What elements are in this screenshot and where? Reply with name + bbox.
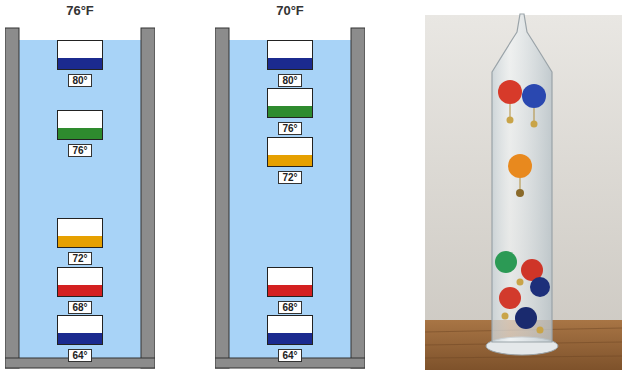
float-bulb: 76° — [57, 110, 103, 158]
bulb-liquid — [58, 58, 102, 69]
bulb-body — [267, 88, 313, 118]
liquid — [229, 40, 351, 358]
float-bulb: 72° — [57, 218, 103, 266]
bulb-body — [57, 218, 103, 248]
bulb-body — [57, 40, 103, 70]
float-bulb: 80° — [267, 40, 313, 88]
temperature-tag: 76° — [278, 122, 301, 135]
bulb-liquid — [58, 285, 102, 296]
photo-background — [425, 15, 622, 370]
temperature-title: 76°F — [5, 3, 155, 18]
temperature-tag: 80° — [278, 74, 301, 87]
floating-bulbs — [495, 80, 550, 334]
bulb-liquid — [268, 333, 312, 344]
bulb-body — [267, 40, 313, 70]
glass-wall — [141, 28, 155, 368]
liquid — [19, 40, 141, 358]
temperature-tag: 68° — [68, 301, 91, 314]
float-bulb: 68° — [267, 267, 313, 315]
float-bulb: 68° — [57, 267, 103, 315]
float-bulb: 80° — [57, 40, 103, 88]
bulb-liquid — [58, 236, 102, 247]
temperature-tag: 72° — [68, 252, 91, 265]
float-bulb: 72° — [267, 137, 313, 185]
bulb-liquid — [268, 155, 312, 166]
glass-wall — [5, 28, 19, 368]
temperature-tag: 68° — [278, 301, 301, 314]
glass-wall — [351, 28, 365, 368]
temperature-title: 70°F — [215, 3, 365, 18]
bulb-body — [267, 137, 313, 167]
bulb-liquid — [268, 285, 312, 296]
temperature-tag: 64° — [68, 349, 91, 362]
bulb-body — [267, 315, 313, 345]
bulb-liquid — [268, 58, 312, 69]
float-bulb: 64° — [57, 315, 103, 363]
temperature-tag: 72° — [278, 171, 301, 184]
bulb-body — [57, 110, 103, 140]
bulb-body — [57, 315, 103, 345]
glass-wall — [215, 28, 229, 368]
float-bulb: 76° — [267, 88, 313, 136]
glass-tube — [492, 14, 552, 342]
temperature-tag: 80° — [68, 74, 91, 87]
float-bulb: 64° — [267, 315, 313, 363]
bulb-body — [57, 267, 103, 297]
bulb-liquid — [268, 106, 312, 117]
bulb-liquid — [58, 333, 102, 344]
thermometer-cylinder: 70°F 80° 76° 72° 68° 64° — [215, 0, 365, 370]
temperature-tag: 76° — [68, 144, 91, 157]
temperature-tag: 64° — [278, 349, 301, 362]
bulb-liquid — [58, 128, 102, 139]
thermometer-cylinder: 76°F 80° 76° 72° 68° 64° — [5, 0, 155, 370]
bulb-body — [267, 267, 313, 297]
